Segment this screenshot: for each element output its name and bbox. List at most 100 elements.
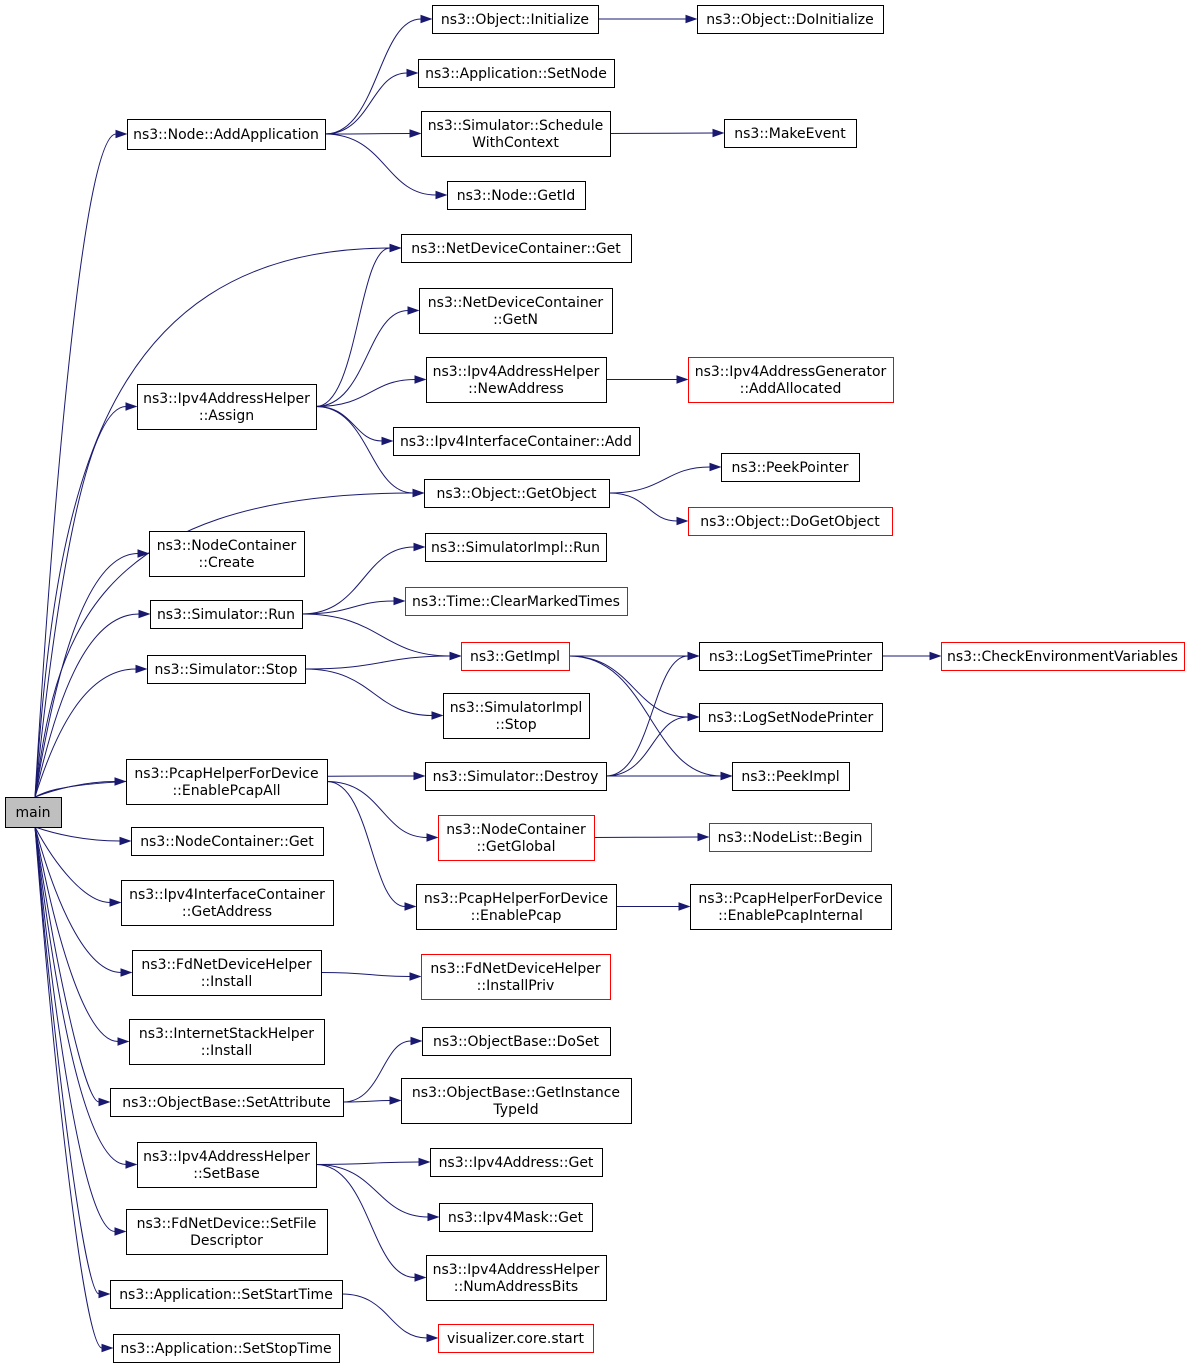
node-box [129,1019,325,1065]
edge-line [34,781,116,798]
node-node-getid[interactable]: ns3::Node::GetId [447,181,586,210]
node-logsettimeprinter[interactable]: ns3::LogSetTimePrinter [699,642,883,671]
node-box [421,954,611,1000]
node-logsetnodeprinter[interactable]: ns3::LogSetNodePrinter [699,703,883,732]
node-visualizer-start[interactable]: visualizer.core.start [438,1324,594,1353]
node-sim-run[interactable]: ns3::Simulator::Run [150,600,303,629]
edge-arrowhead [426,833,439,842]
node-simimpl-run[interactable]: ns3::SimulatorImpl::Run [425,533,607,562]
node-peekimpl[interactable]: ns3::PeekImpl [732,762,850,791]
node-nodelist-begin[interactable]: ns3::NodeList::Begin [709,823,872,852]
node-box [401,1078,632,1124]
node-app-setstarttime[interactable]: ns3::Application::SetStartTime [110,1280,343,1309]
node-ish-install[interactable]: ns3::InternetStackHelper::Install [129,1019,325,1065]
node-box [421,111,611,157]
node-ob-setattribute[interactable]: ns3::ObjectBase::SetAttribute [110,1088,344,1117]
node-peek-pointer[interactable]: ns3::PeekPointer [721,453,860,482]
node-box [126,759,328,805]
edge-fdndh-install-to-fdndh-installpriv [320,972,422,981]
edge-arrowhead [687,651,700,661]
node-add-application[interactable]: ns3::Node::AddApplication [127,119,326,150]
edge-line [34,406,127,798]
node-object-doinitialize[interactable]: ns3::Object::DoInitialize [697,5,884,34]
node-sim-stop[interactable]: ns3::Simulator::Stop [147,655,306,684]
node-ipv4ah-numaddressbits[interactable]: ns3::Ipv4AddressHelper::NumAddressBits [426,1255,607,1301]
edge-line [341,1293,428,1339]
node-checkenv[interactable]: ns3::CheckEnvironmentVariables [941,642,1185,671]
node-main[interactable]: main [5,797,62,828]
node-label: ns3::Ipv4AddressGenerator [695,364,887,380]
node-app-setnode[interactable]: ns3::Application::SetNode [418,59,615,88]
node-box [699,642,883,671]
node-label: ns3::Ipv4Mask::Get [448,1210,584,1226]
node-object-initialize[interactable]: ns3::Object::Initialize [432,5,599,34]
edge-line [34,826,100,1103]
edge-main-to-sim-stop [34,664,148,798]
node-ipv4ic-getaddress[interactable]: ns3::Ipv4InterfaceContainer::GetAddress [121,880,334,926]
edge-arrowhead [101,1343,114,1353]
node-object-getobject[interactable]: ns3::Object::GetObject [424,479,610,508]
node-ipv4ag-addallocated[interactable]: ns3::Ipv4AddressGenerator::AddAllocated [688,357,894,403]
node-label: ns3::Application::SetStopTime [120,1341,331,1357]
node-label: ::EnablePcap [471,908,562,924]
node-nc-getglobal[interactable]: ns3::NodeContainer::GetGlobal [438,815,595,861]
edge-arrowhead [676,375,689,384]
node-label: ns3::Ipv4AddressHelper [143,391,310,407]
node-pcap-enableall[interactable]: ns3::PcapHelperForDevice::EnablePcapAll [126,759,328,805]
node-nc-create[interactable]: ns3::NodeContainer::Create [149,531,305,577]
node-label: ns3::Object::Initialize [441,12,589,28]
node-time-clearmarked[interactable]: ns3::Time::ClearMarkedTimes [405,587,628,616]
node-label: ::Install [201,974,253,990]
node-box [690,884,892,930]
edge-line [34,826,116,1232]
edge-line [315,379,416,407]
edge-arrowhead [420,14,433,24]
edge-main-to-ndc-get [34,243,402,798]
node-label: ::SetBase [193,1166,260,1182]
node-ipv4addr-get[interactable]: ns3::Ipv4Address::Get [430,1148,603,1177]
node-box [461,642,570,671]
node-box [132,950,322,996]
node-fdndh-install[interactable]: ns3::FdNetDeviceHelper::Install [132,950,322,996]
node-label: ::GetN [493,312,538,328]
node-pcap-enable[interactable]: ns3::PcapHelperForDevice::EnablePcap [416,884,617,930]
nodes-layer: mainns3::Node::AddApplicationns3::Object… [5,5,1185,1363]
node-box [721,453,860,482]
edge-arrowhead [98,1289,111,1299]
edge-main-to-fdndh-install [34,826,133,977]
node-object-dogetobject[interactable]: ns3::Object::DoGetObject [688,507,893,536]
node-label: ns3::Simulator::Destroy [433,769,599,785]
node-sim-destroy[interactable]: ns3::Simulator::Destroy [425,762,607,791]
node-make-event[interactable]: ns3::MakeEvent [724,119,857,148]
node-ipv4ah-setbase[interactable]: ns3::Ipv4AddressHelper::SetBase [137,1142,317,1188]
edge-arrowhead [125,1160,138,1169]
node-fdndh-installpriv[interactable]: ns3::FdNetDeviceHelper::InstallPriv [421,954,611,1000]
node-getimpl[interactable]: ns3::GetImpl [461,642,570,671]
node-ipv4ah-assign[interactable]: ns3::Ipv4AddressHelper::Assign [137,384,317,430]
edge-arrowhead [381,436,394,446]
node-ipv4mask-get[interactable]: ns3::Ipv4Mask::Get [439,1203,593,1232]
node-label: ns3::CheckEnvironmentVariables [947,649,1178,665]
edge-arrowhead [678,902,691,911]
node-pcap-enableinternal[interactable]: ns3::PcapHelperForDevice::EnablePcapInte… [690,884,892,930]
node-ipv4ic-add[interactable]: ns3::Ipv4InterfaceContainer::Add [393,427,640,456]
node-label: ns3::NodeContainer [157,538,297,554]
node-simimpl-stop[interactable]: ns3::SimulatorImpl::Stop [443,693,590,739]
node-ndc-getn[interactable]: ns3::NetDeviceContainer::GetN [419,288,613,334]
node-label: ns3::Simulator::Run [157,607,295,623]
node-ndc-get[interactable]: ns3::NetDeviceContainer::Get [401,234,632,263]
edge-arrowhead [389,1096,402,1105]
node-nc-get[interactable]: ns3::NodeContainer::Get [131,827,324,856]
edge-main-to-nc-get [34,826,132,846]
node-label: ns3::Ipv4InterfaceContainer::Add [400,434,632,450]
node-box [447,181,586,210]
node-app-setstoptime[interactable]: ns3::Application::SetStopTime [113,1334,340,1363]
edge-arrowhead [109,898,122,907]
node-box [425,533,607,562]
node-ob-doset[interactable]: ns3::ObjectBase::DoSet [422,1027,611,1056]
node-box [147,655,306,684]
node-ipv4ah-newaddress[interactable]: ns3::Ipv4AddressHelper::NewAddress [426,357,607,403]
